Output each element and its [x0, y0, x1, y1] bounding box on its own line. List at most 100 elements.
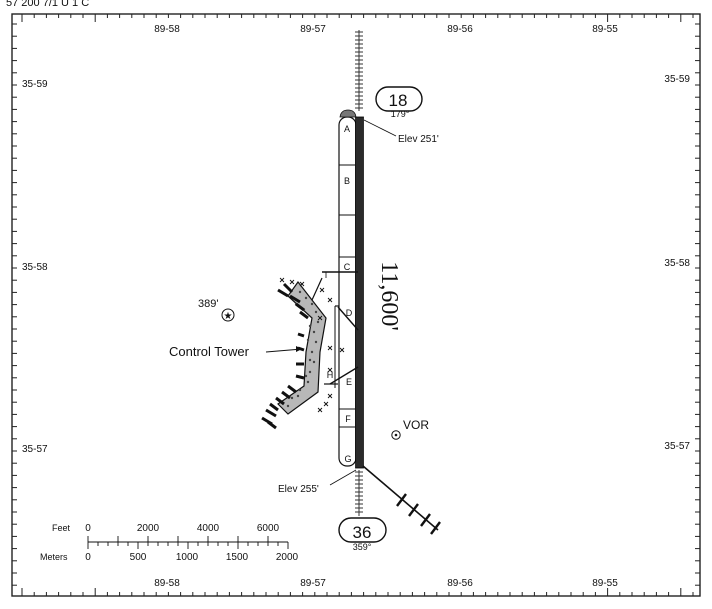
- stipple-dot: [312, 360, 316, 364]
- x-mark-stroke: [279, 277, 285, 283]
- scale-feet-label: Feet: [52, 523, 71, 533]
- coord-right-1: 35-59: [664, 74, 690, 85]
- taxiway-c: C: [344, 262, 351, 272]
- building-bar: [289, 294, 301, 304]
- scale-feet-6000: 6000: [257, 523, 280, 534]
- approach-light-bar: [430, 521, 441, 535]
- apron-stipple: [286, 290, 320, 408]
- stipple-dot: [298, 388, 302, 392]
- coord-left-3: 35-57: [22, 444, 48, 455]
- taxiway-e: E: [346, 377, 352, 387]
- scale-meters-0: 0: [85, 552, 91, 563]
- building-bar: [299, 310, 309, 320]
- stipple-dot: [286, 404, 290, 408]
- stipple-dot: [310, 350, 314, 354]
- coord-bottom-4: 89-55: [592, 578, 618, 589]
- x-mark-stroke: [319, 287, 325, 293]
- stipple-dot: [314, 340, 318, 344]
- building-marks: [261, 282, 309, 430]
- coord-left-2: 35-58: [22, 262, 48, 273]
- runway-18-heading: 179°: [391, 109, 410, 119]
- taxiway-f: F: [345, 414, 351, 424]
- building-bar: [295, 374, 305, 380]
- taxiway-a: A: [344, 124, 350, 134]
- building-bar: [275, 396, 285, 406]
- x-mark-stroke: [299, 281, 305, 287]
- coord-left-1: 35-59: [22, 79, 48, 90]
- building-bar: [287, 384, 297, 394]
- stipple-dot: [304, 374, 308, 378]
- taxiway-g: G: [344, 454, 351, 464]
- obstacle-icon: ★: [224, 311, 233, 322]
- runway-length: 11,600': [376, 261, 402, 330]
- scale-feet-4000: 4000: [197, 523, 220, 534]
- scale-feet-2000: 2000: [137, 523, 160, 534]
- x-mark-stroke: [327, 297, 333, 303]
- scale-meters-500: 500: [130, 552, 147, 563]
- runway-18-36: [356, 117, 363, 468]
- stipple-dot: [310, 302, 314, 306]
- building-bar: [282, 282, 294, 294]
- taxiway-b: B: [344, 176, 350, 186]
- connector-i: [311, 277, 323, 301]
- stipple-dot: [312, 330, 316, 334]
- stipple-dot: [316, 320, 320, 324]
- stipple-dot: [308, 358, 312, 362]
- coord-bottom-3: 89-56: [447, 578, 473, 589]
- elev-north-arrow: [363, 119, 397, 137]
- elev-south-arrow: [329, 469, 357, 486]
- building-bar: [269, 402, 279, 412]
- approach-light-bar: [408, 503, 419, 517]
- connector-h-label: H: [327, 370, 334, 380]
- runway-36-number: 36: [353, 523, 372, 542]
- x-mark-stroke: [289, 279, 295, 285]
- building-bar: [297, 332, 305, 338]
- elev-north: Elev 251': [398, 134, 439, 145]
- stipple-dot: [290, 396, 294, 400]
- coord-top-4: 89-55: [592, 24, 618, 35]
- x-mark-stroke: [327, 393, 333, 399]
- building-bar: [265, 408, 277, 418]
- coord-bottom-2: 89-57: [300, 578, 326, 589]
- x-mark-stroke: [327, 345, 333, 351]
- x-mark-stroke: [317, 407, 323, 413]
- x-mark-stroke: [317, 315, 323, 321]
- x-marks: [279, 277, 345, 413]
- stipple-dot: [296, 394, 300, 398]
- taxiway-north-end: [339, 109, 357, 118]
- vor-icon: [394, 433, 398, 437]
- approach-light-bar: [396, 493, 407, 507]
- extended-centerline: [355, 30, 363, 516]
- obstacle-elev: 389': [198, 298, 218, 310]
- scale-meters-2000: 2000: [276, 552, 299, 563]
- control-tower-label: Control Tower: [169, 344, 250, 359]
- runway-36-box: [338, 517, 387, 543]
- frame-ticks: [12, 14, 700, 596]
- stipple-dot: [304, 296, 308, 300]
- elev-south: Elev 255': [278, 484, 319, 495]
- scale-meters-label: Meters: [40, 552, 68, 562]
- runway-18-box: [375, 86, 423, 112]
- scale-meters-1000: 1000: [176, 552, 199, 563]
- approach-light-bar: [420, 513, 431, 527]
- building-bar: [295, 302, 305, 312]
- x-mark-stroke: [323, 401, 329, 407]
- vor-label: VOR: [403, 418, 429, 432]
- stipple-dot: [308, 370, 312, 374]
- obstacle-ring: [221, 308, 235, 322]
- runway-18-number: 18: [389, 91, 408, 110]
- coord-bottom-1: 89-58: [154, 578, 180, 589]
- coord-right-3: 35-57: [664, 441, 690, 452]
- stipple-dot: [306, 380, 310, 384]
- runway-36-heading: 359°: [353, 542, 372, 552]
- stipple-dot: [306, 338, 310, 342]
- connector-i-label: I: [325, 270, 328, 280]
- scale-feet-0: 0: [85, 523, 91, 534]
- building-bar: [277, 288, 289, 298]
- connector-d: [337, 306, 359, 331]
- coord-top-3: 89-56: [447, 24, 473, 35]
- runway-edge: [355, 116, 364, 469]
- stipple-dot: [314, 310, 318, 314]
- coord-top-2: 89-57: [300, 24, 326, 35]
